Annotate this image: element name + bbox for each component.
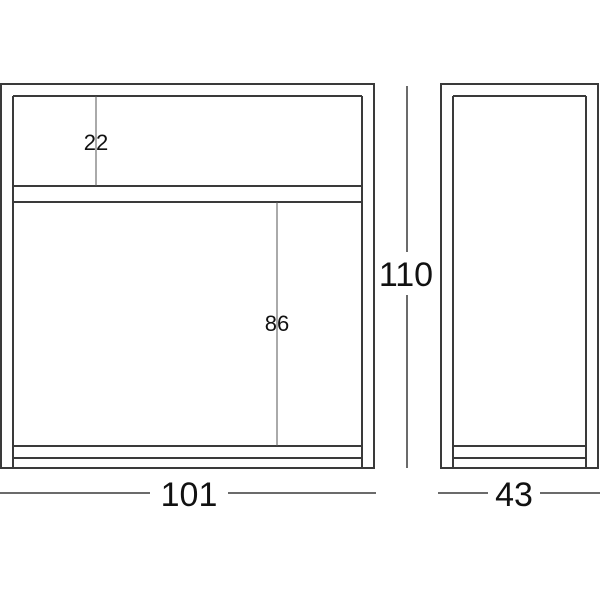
depth-dimension: 43 <box>438 476 600 514</box>
top-compartment-height-label: 22 <box>84 130 108 155</box>
depth-label: 43 <box>495 476 533 514</box>
total-height-dimension: 110 <box>379 86 433 468</box>
side-outer-frame <box>440 83 599 469</box>
side-view <box>440 83 599 469</box>
total-height-label: 110 <box>379 256 433 294</box>
bottom-compartment-height-label: 86 <box>265 311 289 336</box>
front-outer-frame <box>0 83 375 469</box>
front-width-dimension: 101 <box>0 476 376 514</box>
front-width-label: 101 <box>161 476 218 514</box>
front-view: 22 86 <box>0 83 375 469</box>
